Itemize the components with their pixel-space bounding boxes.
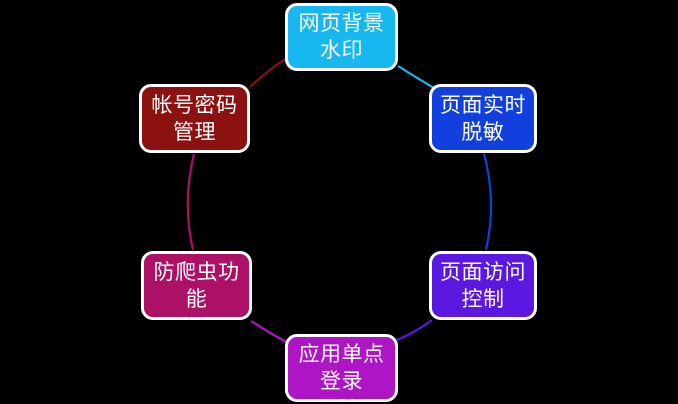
node-page-access-control[interactable]: 页面访问 控制	[429, 251, 537, 320]
node-label: 应用单点 登录	[298, 342, 385, 393]
node-application-single-sign-on[interactable]: 应用单点 登录	[285, 334, 398, 402]
edge-sso-to-anti-crawler	[250, 320, 287, 343]
node-account-password-management[interactable]: 帐号密码 管理	[139, 84, 250, 153]
node-label: 页面访问 控制	[440, 259, 526, 311]
edge-access-control-to-sso	[396, 319, 433, 342]
node-page-realtime-desensitization[interactable]: 页面实时 脱敏	[429, 84, 537, 153]
node-label: 帐号密码 管理	[151, 92, 238, 144]
node-label: 网页背景 水印	[298, 11, 385, 62]
edge-anti-crawler-to-account	[186, 153, 196, 251]
node-label: 防爬虫功 能	[153, 259, 240, 311]
edge-watermark-to-desensitization	[397, 65, 435, 89]
node-label: 页面实时 脱敏	[440, 92, 526, 144]
edge-desensitization-to-access-control	[482, 153, 493, 251]
node-web-page-background-watermark[interactable]: 网页背景 水印	[285, 3, 398, 71]
edge-account-to-watermark	[249, 57, 288, 88]
node-anti-crawler-function[interactable]: 防爬虫功 能	[141, 251, 252, 320]
